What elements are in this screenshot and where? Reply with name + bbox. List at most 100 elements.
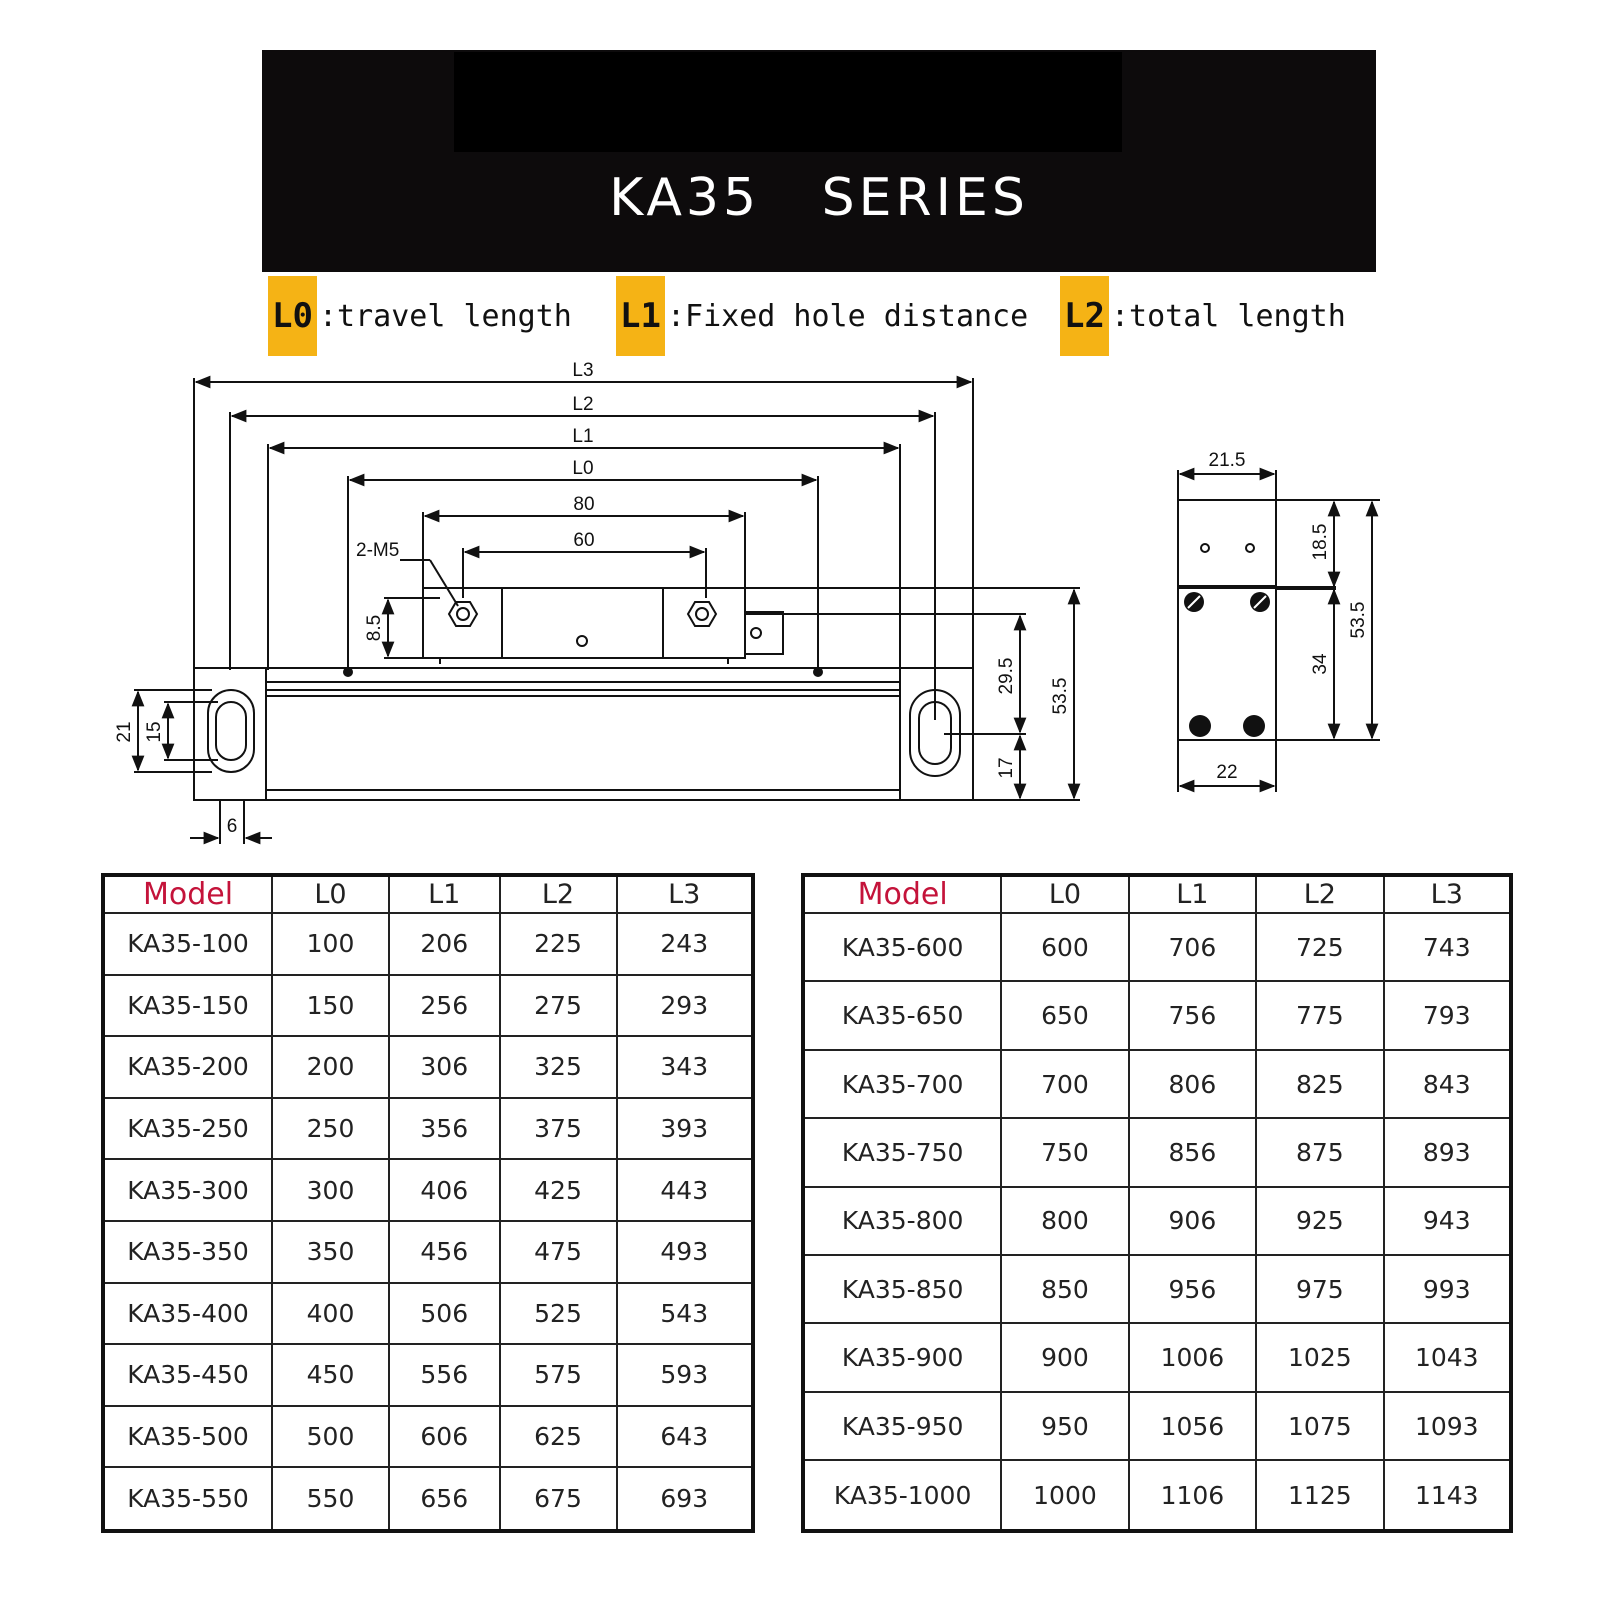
cell-l1: 756 xyxy=(1127,980,1258,1051)
cell-model: KA35-950 xyxy=(801,1390,1003,1462)
cell-model: KA35-600 xyxy=(801,911,1003,983)
legend-l1: L1 :Fixed hole distance xyxy=(616,276,1028,356)
cell-l0: 100 xyxy=(271,912,390,976)
cell-model: KA35-200 xyxy=(102,1035,273,1099)
cell-l1: 806 xyxy=(1127,1048,1258,1120)
cell-l1: 206 xyxy=(388,912,501,976)
legend-key-l1: L1 xyxy=(616,276,665,356)
header-model: Model xyxy=(102,874,273,914)
cell-model: KA35-400 xyxy=(102,1281,273,1346)
cell-l0: 800 xyxy=(1000,1185,1130,1257)
cell-l0: 300 xyxy=(271,1158,390,1222)
dim-label-l0: L0 xyxy=(572,458,593,479)
side-dim-label-18-5: 18.5 xyxy=(1310,524,1331,561)
cell-model: KA35-750 xyxy=(801,1117,1003,1188)
banner-blank-panel xyxy=(454,52,1122,152)
cell-l1: 1006 xyxy=(1127,1322,1258,1393)
cell-model: KA35-350 xyxy=(102,1219,273,1284)
cell-l3: 343 xyxy=(615,1035,754,1099)
cell-l3: 693 xyxy=(615,1466,754,1532)
dim-label-80: 80 xyxy=(573,494,594,515)
series-banner: KA35 SERIES xyxy=(262,50,1376,272)
cell-l2: 225 xyxy=(498,912,618,976)
dim-label-2-m5: 2-M5 xyxy=(356,540,399,561)
legend-key-l2: L2 xyxy=(1060,276,1109,356)
cell-l2: 575 xyxy=(498,1343,618,1407)
dim-label-21: 21 xyxy=(114,721,135,742)
cell-l2: 425 xyxy=(498,1158,618,1222)
cell-l0: 1000 xyxy=(1000,1459,1130,1532)
cell-l1: 856 xyxy=(1127,1117,1258,1188)
cell-l0: 900 xyxy=(1000,1322,1130,1393)
legend-l2: L2 :total length xyxy=(1060,276,1346,356)
cell-l3: 293 xyxy=(615,973,754,1038)
cell-l2: 925 xyxy=(1255,1185,1385,1257)
cell-l1: 356 xyxy=(388,1096,501,1161)
cell-l3: 393 xyxy=(615,1096,754,1161)
cell-l1: 556 xyxy=(388,1343,501,1407)
cell-l0: 750 xyxy=(1000,1117,1130,1188)
cell-model: KA35-900 xyxy=(801,1322,1003,1393)
cell-l3: 1143 xyxy=(1382,1459,1513,1532)
cell-l0: 150 xyxy=(271,973,390,1038)
cell-l3: 493 xyxy=(615,1219,754,1284)
side-dim-label-21-5: 21.5 xyxy=(1209,450,1246,471)
cell-l1: 406 xyxy=(388,1158,501,1222)
legend-l0: L0 :travel length xyxy=(268,276,572,356)
cell-l2: 325 xyxy=(498,1035,618,1099)
cell-model: KA35-500 xyxy=(102,1404,273,1469)
series-title: KA35 SERIES xyxy=(609,168,1029,228)
header-l0: L0 xyxy=(1000,874,1130,914)
cell-l1: 956 xyxy=(1127,1254,1258,1325)
cell-l0: 650 xyxy=(1000,980,1130,1051)
cell-l1: 706 xyxy=(1127,911,1258,983)
cell-l3: 943 xyxy=(1382,1185,1513,1257)
technical-drawing: L3 L2 L1 L0 80 60 2-M5 8.5 21 15 6 29.5 … xyxy=(114,360,1380,845)
legend-text-l1: :Fixed hole distance xyxy=(666,298,1029,334)
cell-l2: 1075 xyxy=(1255,1390,1385,1462)
header-l2: L2 xyxy=(498,874,618,914)
dim-label-6: 6 xyxy=(227,816,238,837)
cell-model: KA35-650 xyxy=(801,980,1003,1051)
cell-l3: 993 xyxy=(1382,1254,1513,1325)
cell-l2: 725 xyxy=(1255,911,1385,983)
cell-model: KA35-150 xyxy=(102,973,273,1038)
cell-model: KA35-850 xyxy=(801,1254,1003,1325)
cell-l3: 443 xyxy=(615,1158,754,1222)
cell-l0: 500 xyxy=(271,1404,390,1469)
cell-l1: 456 xyxy=(388,1219,501,1284)
cell-l1: 656 xyxy=(388,1466,501,1532)
cell-model: KA35-800 xyxy=(801,1185,1003,1257)
cell-model: KA35-300 xyxy=(102,1158,273,1222)
cell-l0: 700 xyxy=(1000,1048,1130,1120)
cell-l2: 275 xyxy=(498,973,618,1038)
cell-model: KA35-100 xyxy=(102,912,273,976)
dim-label-60: 60 xyxy=(573,530,594,551)
cell-model: KA35-700 xyxy=(801,1048,1003,1120)
cell-l0: 200 xyxy=(271,1035,390,1099)
header-l2: L2 xyxy=(1255,874,1385,914)
cell-l2: 975 xyxy=(1255,1254,1385,1325)
header-l3: L3 xyxy=(615,874,754,914)
cell-l3: 743 xyxy=(1382,911,1513,983)
cell-l1: 506 xyxy=(388,1281,501,1346)
side-dim-label-53-5: 53.5 xyxy=(1348,602,1369,639)
cell-model: KA35-450 xyxy=(102,1343,273,1407)
dim-label-8-5: 8.5 xyxy=(364,615,385,641)
cell-l0: 350 xyxy=(271,1219,390,1284)
